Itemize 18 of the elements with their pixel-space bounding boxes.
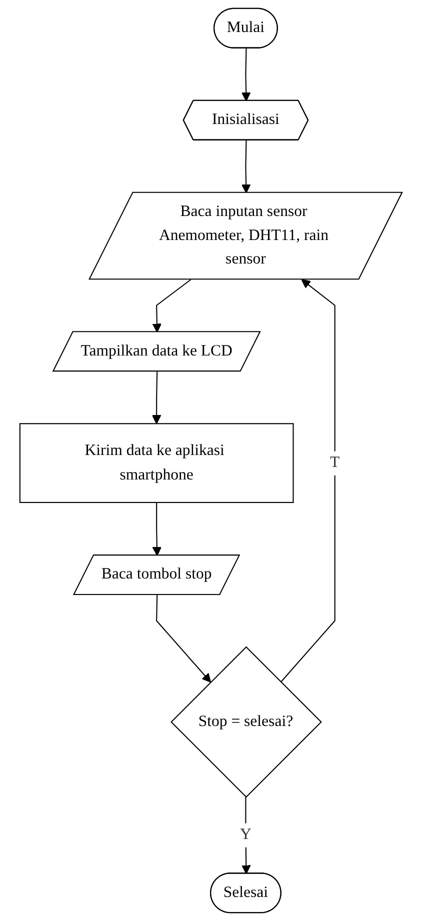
process-box: Kirim data ke aplikasi smartphone [19, 423, 294, 503]
input-output-parallelogram: Baca tombol stop [72, 554, 240, 595]
input-output-parallelogram: Baca inputan sensor Anemometer, DHT11, rain sensor [88, 192, 403, 280]
arrow [241, 48, 251, 102]
edge-label: Y [240, 823, 252, 847]
arrow [152, 372, 162, 424]
arrow [241, 140, 251, 194]
terminal-shape: Selesai [210, 872, 282, 914]
preparation-hexagon: Inisialisasi [182, 100, 309, 140]
decision-diamond: Stop = selesai? [170, 646, 322, 798]
edge-label: T [330, 451, 340, 475]
terminal-shape: Mulai [214, 8, 278, 48]
arrow [156, 594, 212, 683]
arrow [152, 279, 192, 333]
arrow [280, 279, 336, 682]
input-output-parallelogram: Tampilkan data ke LCD [52, 331, 261, 372]
arrow [242, 796, 251, 874]
arrow [152, 502, 162, 556]
